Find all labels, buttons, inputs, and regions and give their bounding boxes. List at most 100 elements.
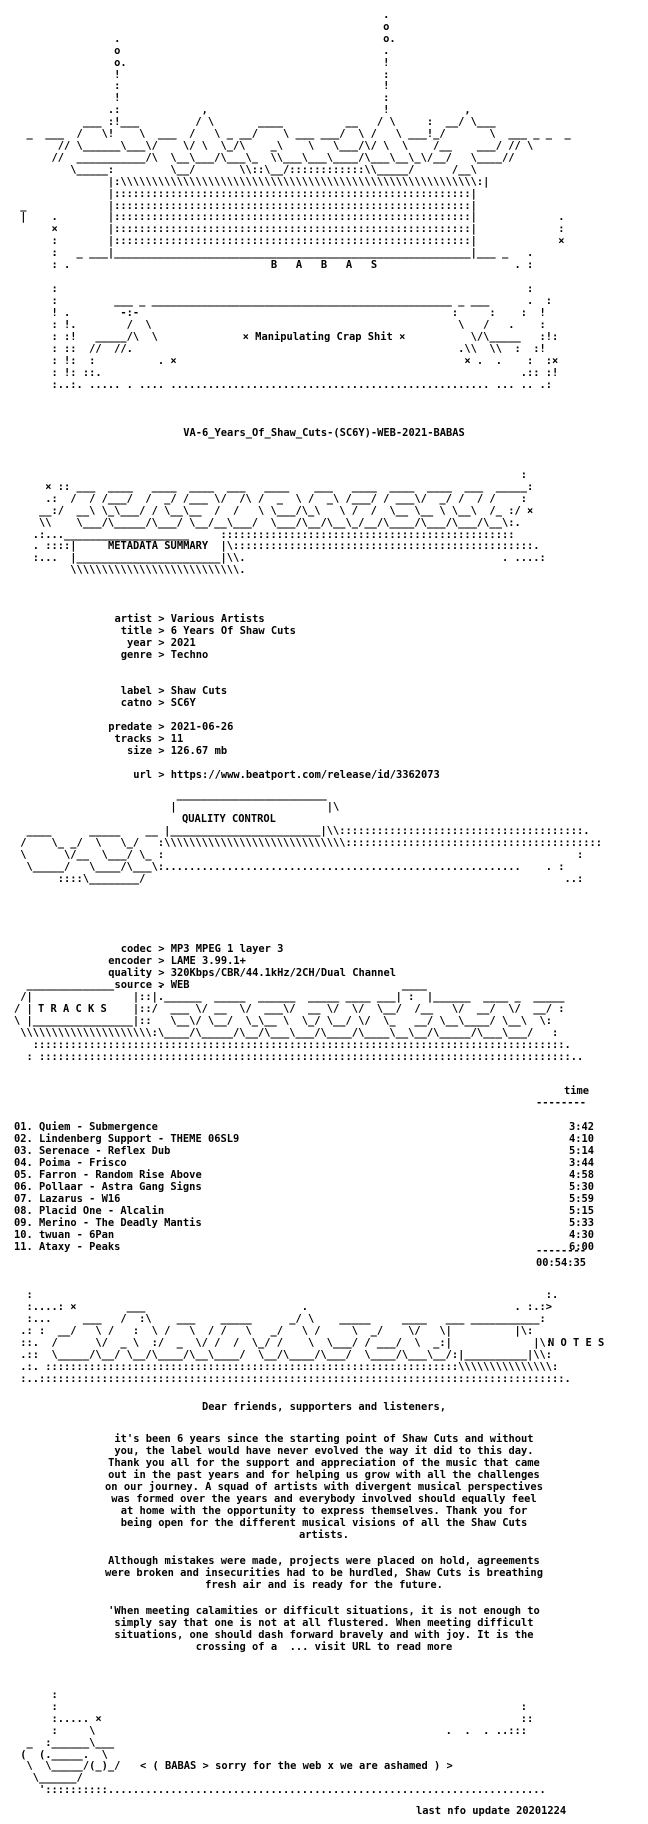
track-number: 01. xyxy=(14,1121,33,1133)
track-title: twuan - 6Pan xyxy=(39,1229,115,1241)
row-separator: > xyxy=(152,979,171,991)
row-value: 6 Years Of Shaw Cuts xyxy=(170,625,296,637)
quality-title: QUALITY CONTROL xyxy=(182,813,276,825)
notes-line: crossing of a ... visit URL to read more xyxy=(195,1641,453,1653)
track-row: 07. Lazarus - W16 5:59 xyxy=(14,1193,594,1206)
track-title: Serenace - Reflex Dub xyxy=(39,1145,171,1157)
track-number: 07. xyxy=(14,1193,33,1205)
footer-art-2: \______/ '::::::::::....................… xyxy=(32,1772,546,1796)
metadata-rows-row: tracks > 11 xyxy=(14,733,183,746)
notes-line: Although mistakes were made, projects we… xyxy=(108,1555,540,1567)
row-separator: > xyxy=(152,637,171,649)
row-value: LAME 3.99.1+ xyxy=(170,955,246,967)
row-separator: > xyxy=(152,685,171,697)
track-title: Lazarus - W16 xyxy=(39,1193,121,1205)
track-title: Quiem - Submergence xyxy=(39,1121,158,1133)
row-key: title xyxy=(120,625,152,637)
row-separator: > xyxy=(152,769,171,781)
metadata-art: : × :: ___ ____ ____ ____ ___ ____ ___ _… xyxy=(32,469,534,553)
track-time: 5:14 xyxy=(569,1145,595,1157)
notes-art: : :. :....: × ___ . . :.:> :... ___ / :\… xyxy=(20,1289,559,1349)
track-number: 09. xyxy=(14,1217,33,1229)
track-time: 5:59 xyxy=(569,1193,595,1205)
row-value: Shaw Cuts xyxy=(170,685,228,697)
track-number: 10. xyxy=(14,1229,33,1241)
notes-line: were broken and insecurities had to be h… xyxy=(105,1567,543,1579)
row-key: tracks xyxy=(114,733,152,745)
logo-letters: B A B A S xyxy=(270,259,378,271)
track-number: 02. xyxy=(14,1133,33,1145)
row-value: 2021 xyxy=(170,637,196,649)
notes-line: at home with the opportunity to express … xyxy=(120,1505,528,1517)
track-title: Poima - Frisco xyxy=(39,1157,127,1169)
notes-line: being open for the different musical vis… xyxy=(120,1517,528,1529)
row-separator: > xyxy=(152,697,171,709)
header-frame-top: . . : . . : xyxy=(51,247,534,271)
notes-line: situations, one should dash forward brav… xyxy=(114,1629,534,1641)
metadata-title: METADATA SUMMARY xyxy=(108,540,209,552)
track-number: 08. xyxy=(14,1205,33,1217)
tracks-art-2: |::/ ___ \/ __ \/ ___\/ __ \/ \/ \__/ /_… xyxy=(14,1003,584,1063)
track-time: 5:33 xyxy=(569,1217,595,1229)
notes-line: artists. xyxy=(298,1529,350,1541)
notes-line: out in the past years and for helping us… xyxy=(108,1469,540,1481)
row-key: url xyxy=(133,769,152,781)
row-key: quality xyxy=(108,967,152,979)
row-key: genre xyxy=(120,649,152,661)
metadata-rows-row: label > Shaw Cuts xyxy=(14,685,228,698)
metadata-rows-row: url > https://www.beatport.com/release/i… xyxy=(14,769,440,782)
track-title: Pollaar - Astra Gang Signs xyxy=(39,1181,202,1193)
track-time: 3:44 xyxy=(569,1157,595,1169)
notes-art-right: |\: .:: \_____/\__/ \__/\____/\__\____/ … xyxy=(20,1337,571,1385)
metadata-rows-row: year > 2021 xyxy=(14,637,196,650)
metadata-rows-row: title > 6 Years Of Shaw Cuts xyxy=(14,625,296,638)
row-key: artist xyxy=(114,613,152,625)
metadata-rows-row: genre > Techno xyxy=(14,649,209,662)
tracks-art: ______________ . ____ /| |::|.______ ___… xyxy=(14,979,565,1015)
quality-rows-row: encoder > LAME 3.99.1+ xyxy=(14,955,246,968)
quality-art-2: ____ _____ __ |________________________|… xyxy=(20,825,603,885)
quality-rows-row: source > WEB xyxy=(14,979,190,992)
row-key: year xyxy=(126,637,152,649)
tracks-title: T R A C K S xyxy=(38,1003,107,1015)
row-key: predate xyxy=(108,721,152,733)
total-time: 00:54:35 xyxy=(536,1257,587,1269)
row-value: WEB xyxy=(170,979,190,991)
row-key: catno xyxy=(120,697,152,709)
quality-art: ________________________ | |\ xyxy=(170,789,340,813)
metadata-rows-row: predate > 2021-06-26 xyxy=(14,721,233,734)
row-separator: > xyxy=(152,733,171,745)
row-value: MP3 MPEG 1 layer 3 xyxy=(170,943,284,955)
row-key: label xyxy=(120,685,152,697)
quality-rows-row: codec > MP3 MPEG 1 layer 3 xyxy=(14,943,284,956)
row-separator: > xyxy=(152,721,171,733)
row-value: https://www.beatport.com/release/id/3362… xyxy=(170,769,440,781)
time-header: time xyxy=(564,1085,590,1097)
notes-line: simply say that one is not at all fluste… xyxy=(114,1617,534,1629)
track-row: 09. Merino - The Deadly Mantis 5:33 xyxy=(14,1217,594,1230)
total-rule: -------- xyxy=(536,1245,587,1257)
row-separator: > xyxy=(152,625,171,637)
notes-line: Thank you all for the support and apprec… xyxy=(108,1457,540,1469)
quality-rows-row: quality > 320Kbps/CBR/44.1kHz/2CH/Dual C… xyxy=(14,967,396,980)
row-value: SC6Y xyxy=(170,697,196,709)
footer-art: : : : :..... × :: : \ xyxy=(20,1689,534,1773)
row-separator: > xyxy=(152,943,171,955)
row-key: encoder xyxy=(108,955,152,967)
footer-update: last nfo update 20201224 xyxy=(416,1805,567,1817)
row-key: codec xyxy=(120,943,152,955)
notes-line: was formed over the years and everybody … xyxy=(111,1493,537,1505)
footer-sign: < ( BABAS > sorry for the web x we are a… xyxy=(140,1760,453,1772)
row-key: source xyxy=(114,979,152,991)
row-separator: > xyxy=(152,967,171,979)
track-time: 4:58 xyxy=(569,1169,595,1181)
track-title: Merino - The Deadly Mantis xyxy=(39,1217,202,1229)
